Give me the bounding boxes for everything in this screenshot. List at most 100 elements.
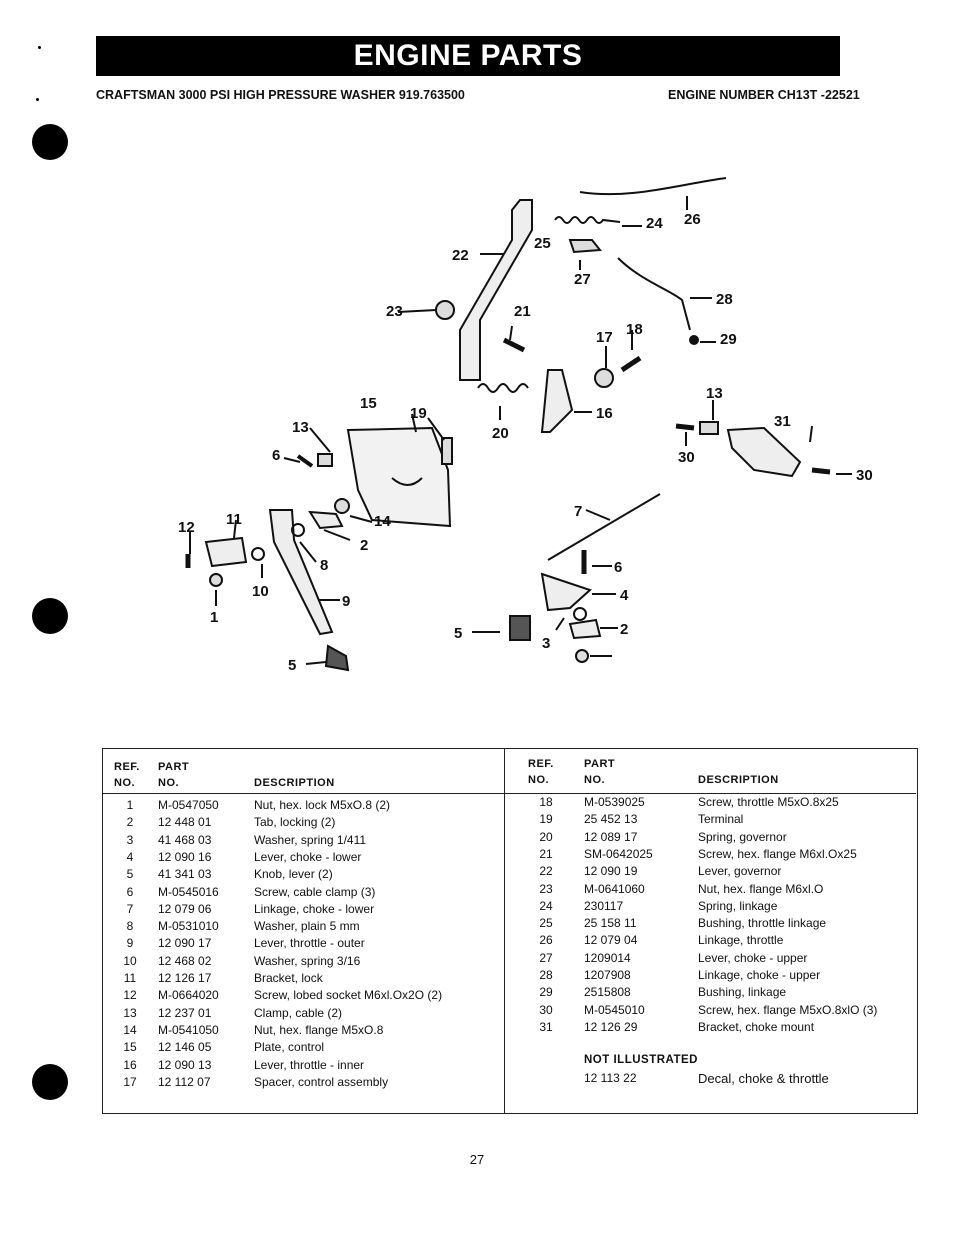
part-number: M-0547050 — [158, 798, 219, 812]
header-ref-bottom-right: NO. — [528, 774, 550, 786]
part-description: Tab, locking (2) — [254, 815, 336, 830]
screw-18-drawing — [620, 355, 642, 373]
part-number: M-0539025 — [584, 795, 645, 809]
part-description: Plate, control — [254, 1040, 325, 1055]
part-description: Screw, cable clamp (3) — [254, 884, 376, 899]
diagram-label: 4 — [620, 587, 629, 604]
part-description: Bushing, throttle linkage — [698, 916, 827, 931]
part-ref: 23 — [539, 881, 553, 896]
knob-left-drawing — [324, 644, 350, 672]
part-description: Linkage, choke - lower — [254, 901, 375, 916]
diagram-label: 8 — [320, 557, 328, 574]
part-description: Lever, choke - lower — [254, 849, 362, 864]
part-ref: 29 — [539, 985, 553, 1000]
part-description: Screw, throttle M5xO.8x25 — [698, 795, 839, 809]
diagram-label: 10 — [252, 583, 269, 600]
part-number: 12 079 04 — [584, 933, 638, 948]
margin-mark — [36, 98, 39, 101]
diagram-label: 6 — [272, 447, 280, 464]
tab-2-right-drawing — [568, 618, 602, 640]
screw-30-a-drawing — [675, 423, 695, 431]
part-ref: 21 — [539, 846, 553, 861]
part-number: 12 126 17 — [158, 971, 212, 985]
diagram-label: 16 — [596, 405, 613, 422]
control-plate-drawing — [346, 426, 452, 528]
table-row: 19 25 452 13 Terminal — [0, 811, 954, 828]
part-number: 12 113 22 — [584, 1071, 637, 1085]
part-number: 1207908 — [584, 968, 631, 982]
header-part-bottom-right: NO. — [584, 774, 606, 786]
cable-clamp-left-drawing — [317, 453, 333, 467]
part-ref: 2 — [126, 815, 134, 830]
throttle-lever-outer-drawing — [268, 509, 334, 636]
header-rule-left — [102, 793, 504, 794]
part-ref: 3 — [126, 832, 134, 847]
margin-mark — [38, 46, 41, 49]
part-ref: 27 — [539, 950, 553, 965]
diagram-label: 15 — [360, 395, 377, 412]
diagram-label: 27 — [574, 271, 591, 288]
part-ref: 12 — [123, 988, 137, 1003]
not-illustrated-heading: NOT ILLUSTRATED — [584, 1054, 698, 1066]
linkage-spring-drawing — [554, 216, 621, 224]
part-ref: 22 — [539, 864, 553, 879]
choke-linkage-lower-drawing — [547, 493, 661, 561]
bushing-29-drawing — [689, 335, 699, 345]
part-description: Nut, hex. flange M5xO.8 — [254, 1022, 384, 1037]
part-description: Washer, plain 5 mm — [254, 919, 360, 934]
header-rule-right — [505, 793, 916, 794]
part-description: Screw, hex. flange M6xl.Ox25 — [698, 846, 857, 861]
part-description: Spring, linkage — [698, 898, 778, 913]
part-ref: 19 — [539, 812, 553, 827]
diagram-label: 20 — [492, 425, 509, 442]
header-ref-bottom-left: NO. — [114, 777, 136, 789]
header-ref-top-right: REF. — [528, 758, 554, 770]
punch-hole — [32, 598, 68, 634]
engine-number: ENGINE NUMBER CH13T -22521 — [668, 88, 860, 102]
diagram-label: 5 — [454, 625, 462, 642]
part-description: Nut, hex. lock M5xO.8 (2) — [254, 798, 391, 812]
part-description: Terminal — [698, 812, 744, 827]
nut-14-drawing — [334, 498, 350, 514]
diagram-label: 22 — [452, 247, 469, 264]
part-number: 25 452 13 — [584, 812, 638, 827]
diagram-label: 26 — [684, 211, 701, 228]
throttle-lever-inner-drawing — [540, 369, 574, 433]
diagram-label: 13 — [706, 385, 723, 402]
washer-8-drawing — [291, 523, 305, 537]
header-ref-top-left: REF. — [114, 761, 140, 773]
knob-right-drawing — [509, 615, 531, 641]
part-number: M-0541050 — [158, 1022, 219, 1037]
part-number: 12 126 29 — [584, 1019, 638, 1034]
header-part-top-left: PART — [158, 761, 190, 773]
part-number: 12 090 19 — [584, 864, 638, 879]
table-divider — [504, 748, 505, 1113]
diagram-label: 9 — [342, 593, 350, 610]
screw-21-drawing — [502, 337, 526, 353]
part-number: M-0545016 — [158, 884, 219, 899]
diagram-label: 13 — [292, 419, 309, 436]
diagram-label: 23 — [386, 303, 403, 320]
choke-lever-upper-drawing — [568, 239, 602, 254]
nut-1-left-drawing — [209, 573, 223, 587]
part-ref: 8 — [126, 919, 134, 934]
governor-spring-drawing — [477, 383, 529, 393]
part-description: Washer, spring 1/411 — [254, 832, 367, 847]
part-number: 12 079 06 — [158, 901, 212, 916]
spacer-17-drawing — [594, 368, 614, 388]
part-number: 12 237 01 — [158, 1005, 212, 1020]
